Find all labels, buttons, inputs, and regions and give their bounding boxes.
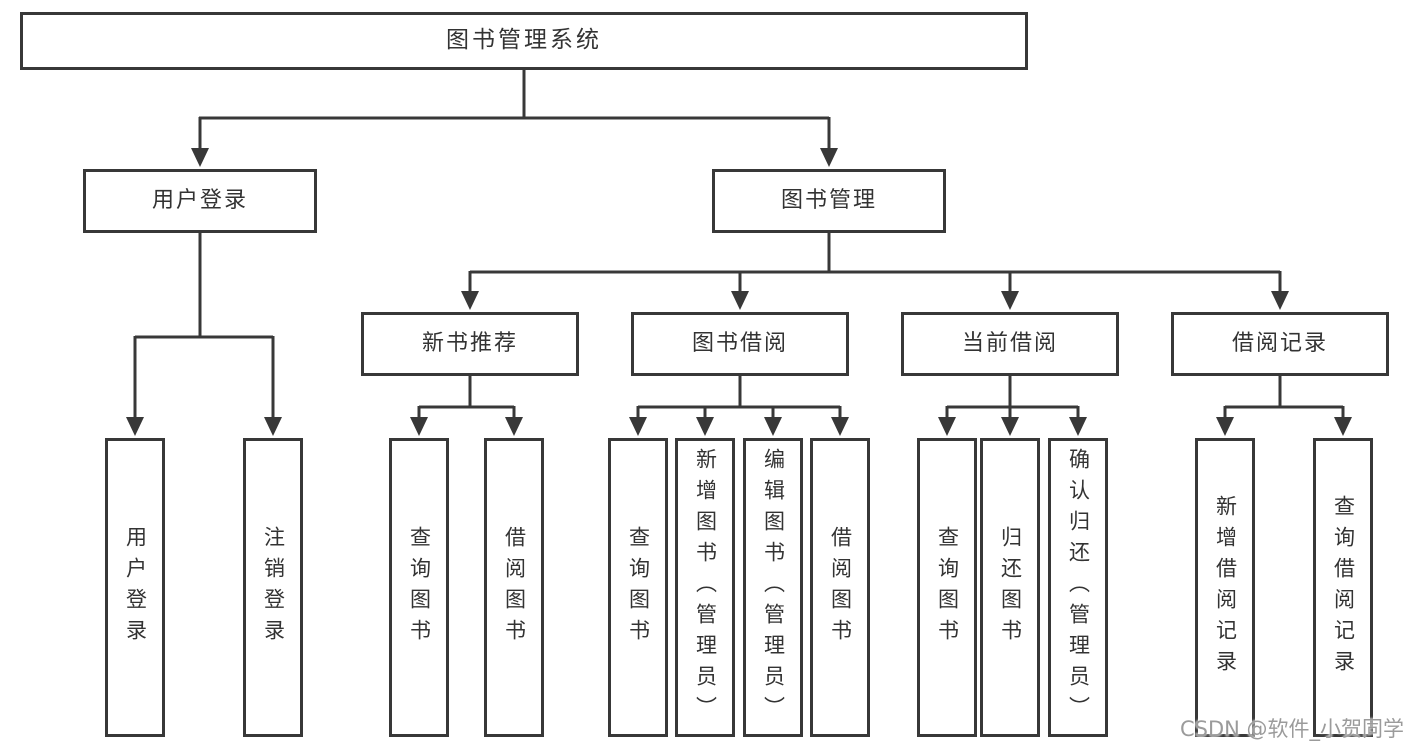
leaf-query-borrow-record: 查询借阅记录 <box>1313 438 1373 737</box>
leaf-confirm-return-admin: 确认归还（管理员） <box>1048 438 1108 737</box>
node-new-book-recommend-label: 新书推荐 <box>421 330 518 356</box>
node-root-label: 图书管理系统 <box>446 27 602 54</box>
node-borrowing-records-label: 借阅记录 <box>1231 330 1328 356</box>
leaf-borrowing-borrow-books-label: 借阅图书 <box>828 525 853 650</box>
node-book-management-label: 图书管理 <box>780 187 877 213</box>
leaf-add-books-admin: 新增图书（管理员） <box>675 438 735 737</box>
leaf-current-query-books-label: 查询图书 <box>935 525 960 650</box>
node-user-login: 用户登录 <box>83 169 317 233</box>
leaf-edit-books-admin: 编辑图书（管理员） <box>743 438 803 737</box>
leaf-return-books: 归还图书 <box>980 438 1040 737</box>
node-current-borrowing-label: 当前借阅 <box>961 330 1058 356</box>
watermark: CSDN @软件_小贺同学 <box>1180 717 1405 741</box>
node-borrowing-records: 借阅记录 <box>1171 312 1389 376</box>
leaf-borrowing-query-books: 查询图书 <box>608 438 668 737</box>
leaf-user-login: 用户登录 <box>105 438 165 737</box>
leaf-add-borrow-record-label: 新增借阅记录 <box>1213 494 1238 681</box>
node-book-borrowing-label: 图书借阅 <box>691 330 788 356</box>
leaf-borrowing-borrow-books: 借阅图书 <box>810 438 870 737</box>
leaf-return-books-label: 归还图书 <box>998 525 1023 650</box>
arrowhead-icons <box>126 148 1352 436</box>
leaf-recommend-query-books-label: 查询图书 <box>407 525 432 650</box>
node-user-login-label: 用户登录 <box>151 187 248 213</box>
leaf-recommend-borrow-books-label: 借阅图书 <box>502 525 527 650</box>
leaf-query-borrow-record-label: 查询借阅记录 <box>1331 494 1356 681</box>
leaf-logout: 注销登录 <box>243 438 303 737</box>
leaf-add-books-admin-label: 新增图书（管理员） <box>693 448 718 727</box>
leaf-current-query-books: 查询图书 <box>917 438 977 737</box>
node-current-borrowing: 当前借阅 <box>901 312 1119 376</box>
leaf-borrowing-query-books-label: 查询图书 <box>626 525 651 650</box>
leaf-recommend-borrow-books: 借阅图书 <box>484 438 544 737</box>
node-book-borrowing: 图书借阅 <box>631 312 849 376</box>
node-book-management: 图书管理 <box>712 169 946 233</box>
node-new-book-recommend: 新书推荐 <box>361 312 579 376</box>
node-root: 图书管理系统 <box>20 12 1028 70</box>
leaf-edit-books-admin-label: 编辑图书（管理员） <box>761 448 786 727</box>
leaf-user-login-label: 用户登录 <box>123 525 148 650</box>
connector-path <box>133 70 1345 419</box>
leaf-logout-label: 注销登录 <box>261 525 286 650</box>
leaf-add-borrow-record: 新增借阅记录 <box>1195 438 1255 737</box>
leaf-confirm-return-admin-label: 确认归还（管理员） <box>1066 448 1091 727</box>
leaf-recommend-query-books: 查询图书 <box>389 438 449 737</box>
